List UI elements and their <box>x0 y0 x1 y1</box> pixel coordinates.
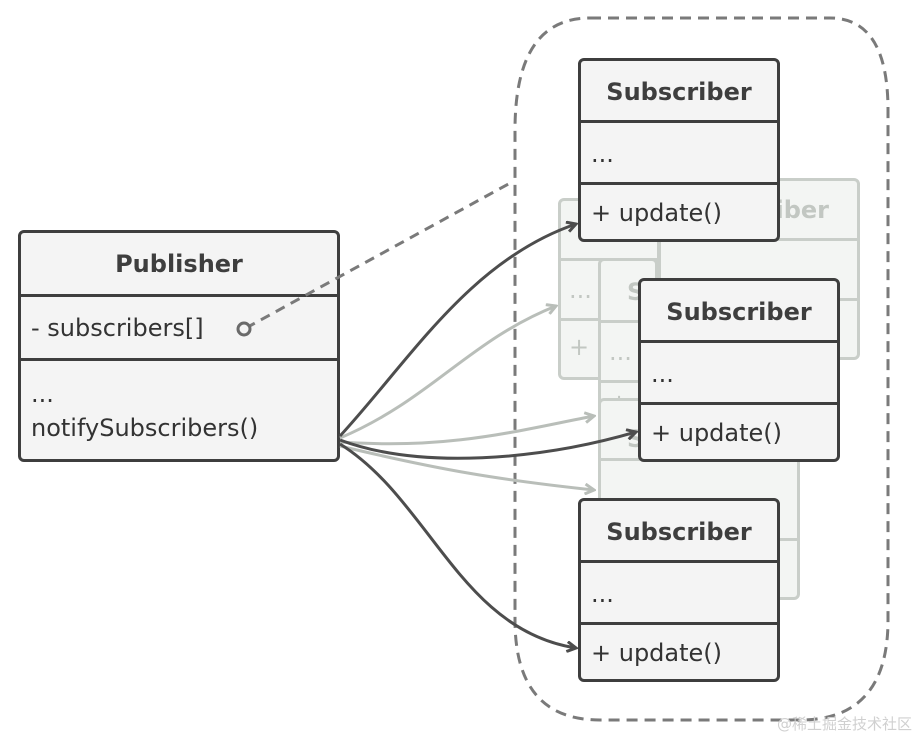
publisher-field-row: - subscribers[] <box>21 297 337 361</box>
subscriber-3-method: + update() <box>591 639 723 667</box>
publisher-field: - subscribers[] <box>31 314 204 342</box>
publisher-title: Publisher <box>21 233 337 297</box>
subscriber-1-method: + update() <box>591 199 723 227</box>
subscriber-2-title: Subscriber <box>641 281 837 343</box>
subscriber-3-title: Subscriber <box>581 501 777 563</box>
subscriber-2-method: + update() <box>651 419 783 447</box>
subscriber-2-field: ... <box>641 343 837 405</box>
subscriber-class-1: Subscriber ... + update() <box>578 58 780 242</box>
subscriber-class-2: Subscriber ... + update() <box>638 278 840 462</box>
subscriber-group-outline <box>513 16 890 722</box>
subscriber-class-3: Subscriber ... + update() <box>578 498 780 682</box>
subscriber-1-title: Subscriber <box>581 61 777 123</box>
watermark: @稀土掘金技术社区 <box>776 715 912 733</box>
ghost-dots-2: ... <box>601 323 655 383</box>
subscriber-3-field: ... <box>581 563 777 625</box>
publisher-class: Publisher - subscribers[] ... notifySubs… <box>18 230 340 462</box>
publisher-method-dots: ... <box>31 380 54 408</box>
subscriber-1-field: ... <box>581 123 777 185</box>
publisher-methods-row: ... notifySubscribers() <box>21 361 337 459</box>
publisher-method: notifySubscribers() <box>31 414 259 442</box>
